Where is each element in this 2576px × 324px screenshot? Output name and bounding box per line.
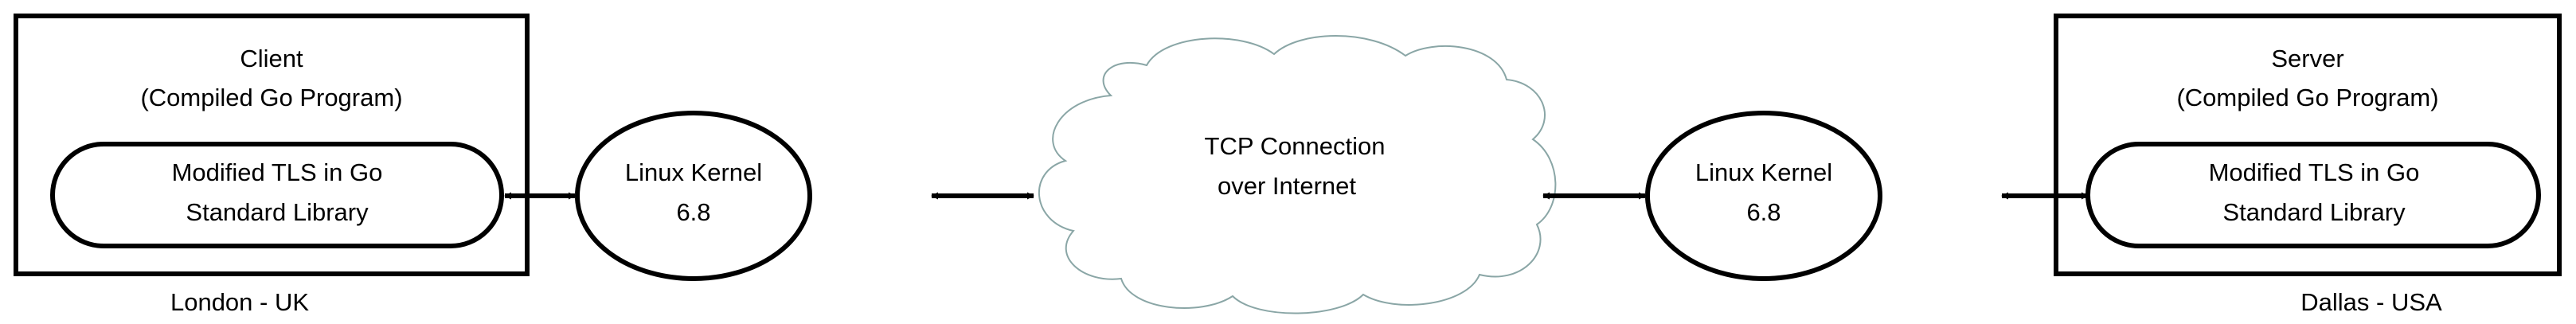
server-tls-library <box>2085 142 2541 248</box>
client-kernel-node: Linux Kernel 6.8 <box>575 111 812 281</box>
client-kernel-line2: 6.8 <box>676 198 710 226</box>
server-kernel-line2: 6.8 <box>1746 198 1781 226</box>
cloud-line2: over Internet <box>1218 172 1356 200</box>
server-subtitle: (Compiled Go Program) <box>2176 84 2438 111</box>
client-tls-line2: Standard Library <box>186 198 369 226</box>
server-box <box>2054 14 2562 276</box>
server-title: Server <box>2271 45 2343 72</box>
client-tls-library <box>50 142 504 248</box>
client-node: Client (Compiled Go Program) Modified TL… <box>14 14 530 276</box>
cloud-line1: TCP Connection <box>1205 132 1386 160</box>
cloud-icon <box>1038 35 1557 314</box>
server-tls-line2: Standard Library <box>2222 198 2406 226</box>
client-box <box>14 14 530 276</box>
client-kernel-line1: Linux Kernel <box>625 158 762 186</box>
server-kernel-line1: Linux Kernel <box>1695 158 1832 186</box>
server-node: Server (Compiled Go Program) Modified TL… <box>2054 14 2562 276</box>
internet-cloud: TCP Connection over Internet <box>1038 35 1557 314</box>
server-kernel-ellipse <box>1645 111 1882 281</box>
server-kernel-node: Linux Kernel 6.8 <box>1645 111 1882 281</box>
client-location: London - UK <box>170 288 309 316</box>
server-location: Dallas - USA <box>2300 288 2442 316</box>
client-tls-line1: Modified TLS in Go <box>172 158 383 186</box>
client-title: Client <box>240 45 303 72</box>
server-tls-line1: Modified TLS in Go <box>2209 158 2420 186</box>
client-kernel-ellipse <box>575 111 812 281</box>
client-subtitle: (Compiled Go Program) <box>140 84 402 111</box>
